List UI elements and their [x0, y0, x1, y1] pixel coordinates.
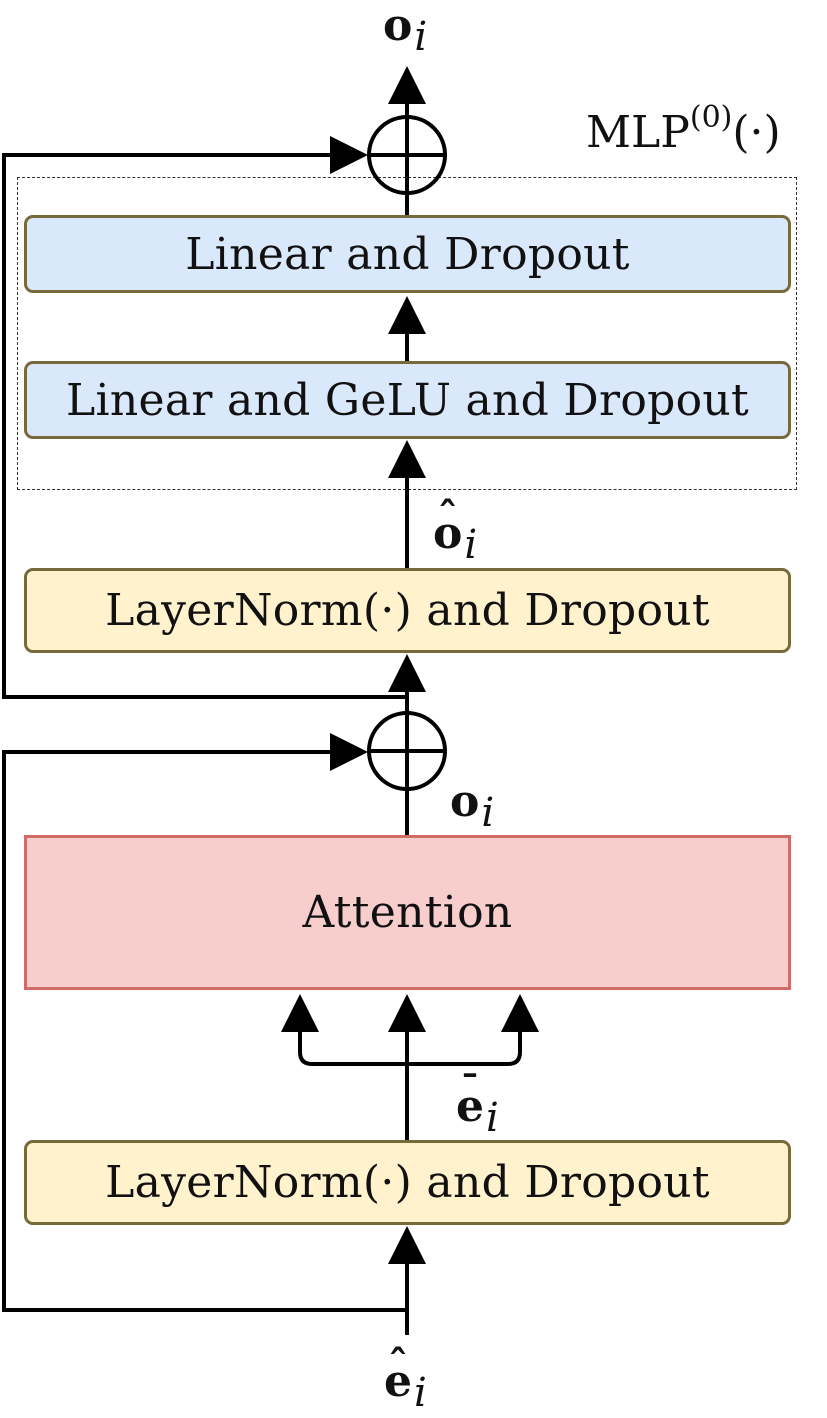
arrowhead-attention-left: [281, 994, 319, 1032]
skip-connection-top: [2, 153, 407, 699]
arrowhead-attention-center: [388, 994, 426, 1032]
arrowhead-mlp-linear: [388, 296, 426, 334]
label-o-bar-i: ¯oi: [383, 0, 428, 60]
linear-gelu-dropout-box: Linear and GeLU and Dropout: [24, 361, 791, 439]
label-e-bar-i: ¯ei: [456, 1067, 499, 1141]
arrowheads: [281, 66, 539, 1264]
linear-dropout-box: Linear and Dropout: [24, 215, 791, 293]
arrowhead-skip-bottom: [330, 733, 368, 771]
attention-label: Attention: [302, 887, 513, 938]
attention-fan-out: [298, 1030, 522, 1066]
linear-gelu-dropout-label: Linear and GeLU and Dropout: [65, 374, 749, 426]
layernorm-top-box: LayerNorm(·) and Dropout: [24, 568, 791, 653]
arrowhead-attention-right: [501, 994, 539, 1032]
attention-box: Attention: [24, 835, 791, 990]
linear-dropout-label: Linear and Dropout: [185, 228, 630, 280]
label-o-i: oi: [450, 776, 495, 836]
arrowhead-skip-top: [330, 136, 368, 174]
arrowhead-output: [388, 66, 426, 104]
skip-connection-bottom: [2, 750, 407, 1312]
arrowhead-ln-bottom: [388, 1226, 426, 1264]
mlp-label: MLP(0)(·): [586, 100, 781, 158]
layernorm-top-label: LayerNorm(·) and Dropout: [105, 585, 710, 636]
arrowhead-mlp-gelu: [388, 440, 426, 478]
layernorm-bottom-box: LayerNorm(·) and Dropout: [24, 1140, 791, 1225]
layernorm-bottom-label: LayerNorm(·) and Dropout: [105, 1157, 710, 1208]
arrowhead-ln-top: [388, 654, 426, 692]
